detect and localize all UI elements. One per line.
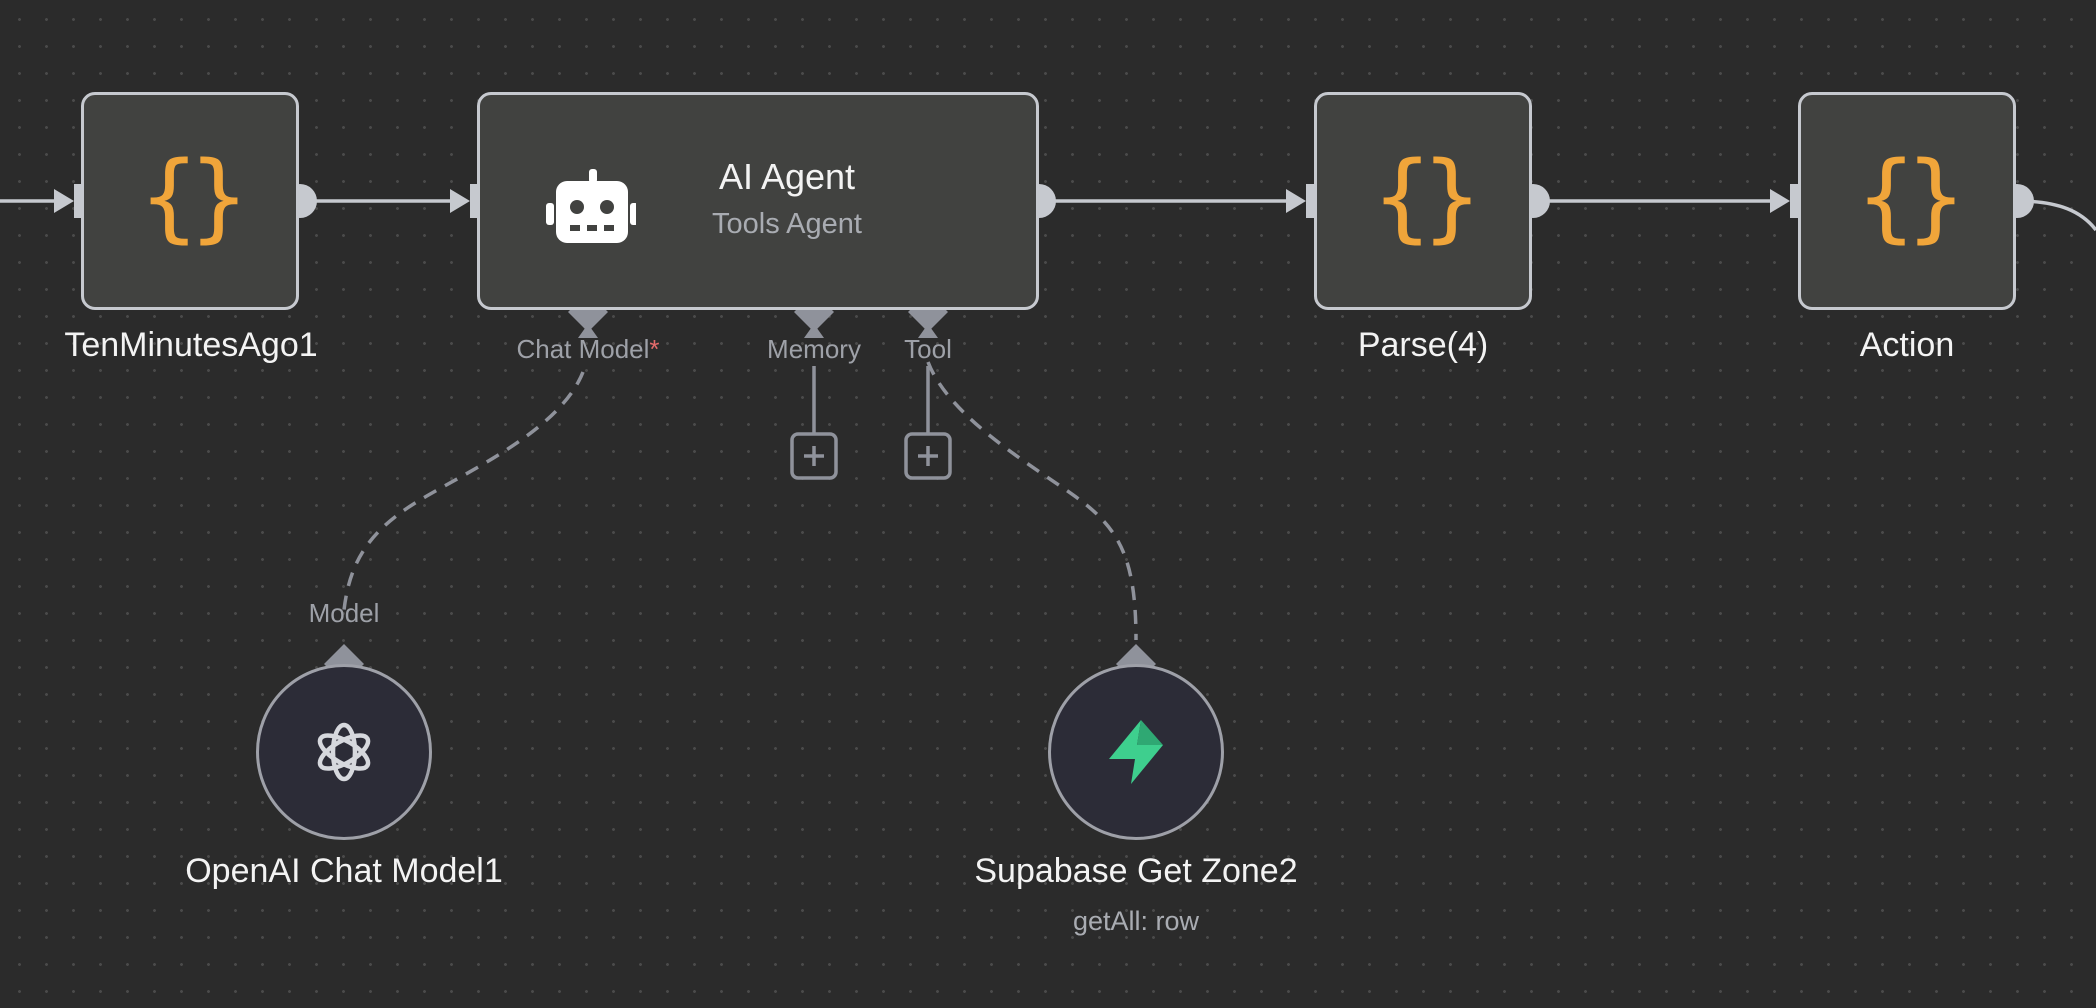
input-arrow-agent xyxy=(450,189,470,213)
robot-icon xyxy=(546,169,636,243)
input-arrow-parse xyxy=(1286,189,1306,213)
node-action[interactable]: {} xyxy=(1798,92,2016,310)
input-arrow-tenminutes xyxy=(54,189,74,213)
node-parse[interactable]: {} xyxy=(1314,92,1532,310)
node-label-parse: Parse(4) xyxy=(1357,326,1489,364)
add-tool-button[interactable] xyxy=(904,432,952,480)
node-openai-chat-model[interactable] xyxy=(256,664,432,840)
node-label-supabase-get-zone: Supabase Get Zone2 xyxy=(974,852,1298,890)
node-supabase-get-zone[interactable] xyxy=(1048,664,1224,840)
node-subtitle-supabase-get-zone: getAll: row xyxy=(1072,906,1200,936)
input-arrow-action xyxy=(1770,189,1790,213)
memory-port-label: Memory xyxy=(767,334,861,364)
chat-model-port-label: Chat Model* xyxy=(516,334,660,364)
node-label-openai-chat-model: OpenAI Chat Model1 xyxy=(185,852,503,890)
node-tenminutesago1[interactable]: {} xyxy=(81,92,299,310)
braces-icon: {} xyxy=(1373,141,1481,254)
tool-port-label: Tool xyxy=(904,334,952,364)
node-ai-agent[interactable]: AI Agent Tools Agent xyxy=(477,92,1039,310)
memory-port-arrow xyxy=(804,324,824,338)
add-memory-button[interactable] xyxy=(790,432,838,480)
agent-title: AI Agent xyxy=(718,156,856,197)
chat-model-port-arrow xyxy=(578,324,598,338)
model-port-label: Model xyxy=(308,598,380,628)
wire-tool-to-supabase[interactable] xyxy=(926,361,1138,641)
required-marker: * xyxy=(649,334,660,364)
braces-icon: {} xyxy=(140,141,248,254)
braces-icon: {} xyxy=(1857,141,1965,254)
node-label-tenminutesago1: TenMinutesAgo1 xyxy=(64,326,318,364)
node-label-action: Action xyxy=(1859,326,1955,364)
agent-subtitle: Tools Agent xyxy=(712,208,862,240)
openai-icon xyxy=(317,722,371,782)
wire-chat-model-to-openai[interactable] xyxy=(342,371,585,611)
tool-port-arrow xyxy=(918,324,938,338)
supabase-icon xyxy=(1109,720,1163,784)
